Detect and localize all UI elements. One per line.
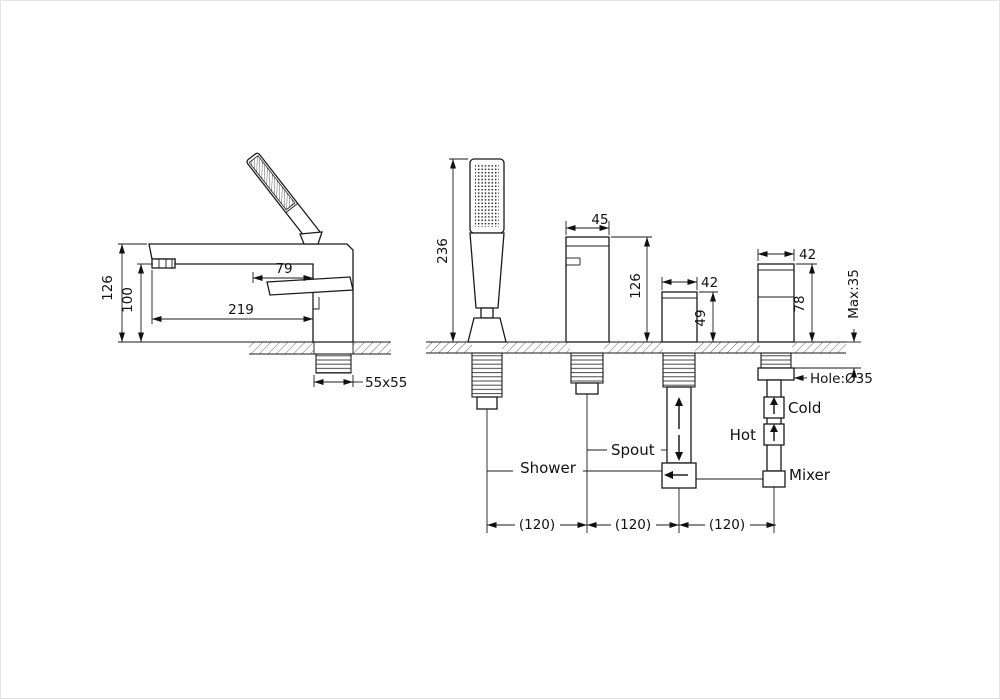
- dim-label-max35: Max:35: [846, 269, 862, 319]
- handle-lever: [266, 276, 354, 296]
- dim-side-126: 126: [100, 243, 249, 343]
- spray-face-side: [248, 155, 296, 211]
- dim-label-42-diverter: 42: [701, 275, 718, 291]
- dim-label-236: 236: [435, 238, 451, 264]
- shower-shank: [471, 352, 503, 398]
- spout-front: [565, 236, 667, 533]
- label-spout: Spout: [611, 441, 655, 459]
- label-shower: Shower: [520, 459, 577, 477]
- dim-42-mixer: 42: [757, 247, 816, 263]
- mixer-front: [696, 263, 795, 533]
- hot-flow-arrow: [770, 424, 778, 432]
- deck-hole: [314, 342, 353, 354]
- dim-label-49: 49: [693, 309, 709, 326]
- dim-label-42-mixer: 42: [799, 247, 816, 263]
- dim-max35: Max:35: [792, 269, 862, 381]
- dim-spacing: (120) (120) (120): [487, 516, 776, 533]
- dim-label-126-side: 126: [100, 275, 116, 301]
- mixer-fitting: [762, 470, 786, 488]
- dim-label-spacing-1: (120): [519, 517, 555, 533]
- faucet-outline: [148, 243, 354, 343]
- label-mixer: Mixer: [789, 466, 831, 484]
- dim-side-100: 100: [120, 263, 153, 342]
- dim-label-45: 45: [591, 212, 608, 228]
- diverter-shank: [662, 352, 696, 388]
- mixer-shank: [760, 352, 792, 369]
- dim-49: 49: [693, 291, 718, 342]
- dim-label-126-front: 126: [628, 273, 644, 299]
- dim-side-79: 79: [252, 261, 313, 283]
- dim-45: 45: [565, 212, 610, 235]
- diverter-front: [661, 291, 698, 533]
- hand-shower-side: [246, 152, 322, 244]
- dim-label-219: 219: [228, 302, 254, 318]
- shower-handle: [469, 232, 505, 309]
- dim-label-spacing-3: (120): [709, 517, 745, 533]
- dim-236: 236: [435, 158, 468, 342]
- threaded-shank-side: [315, 353, 352, 374]
- deck-hatch-front: [426, 342, 846, 353]
- faucet-side: [148, 243, 354, 343]
- flow-left-arrow: [664, 471, 673, 479]
- spout-shank: [570, 352, 604, 384]
- cold-flow-arrow: [770, 397, 778, 405]
- label-hot: Hot: [730, 426, 756, 444]
- hand-shower-front: [467, 158, 662, 533]
- dim-label-spacing-2: (120): [615, 517, 651, 533]
- shower-cradle: [299, 231, 323, 245]
- flow-down-arrow: [675, 452, 683, 461]
- dim-side-219: 219: [151, 270, 313, 324]
- dim-label-hole: Hole:Ø35: [810, 371, 873, 387]
- spray-face-dots: [475, 165, 499, 227]
- spout-body: [565, 236, 610, 343]
- dim-label-55x55: 55x55: [365, 375, 407, 391]
- deck-section-side: [249, 341, 391, 374]
- label-cold: Cold: [788, 399, 821, 417]
- dim-42-diverter: 42: [661, 275, 718, 291]
- aerator: [151, 258, 176, 269]
- shower-base-cone: [467, 317, 507, 343]
- side-view: 126 100 219 79 55x55: [100, 152, 407, 391]
- spout-nut: [575, 382, 599, 395]
- flow-up-arrow: [675, 397, 683, 406]
- callout-labels: Shower Spout Hot Cold Mixer: [513, 399, 831, 484]
- dim-label-79: 79: [275, 261, 292, 277]
- dim-78: 78: [792, 263, 817, 342]
- deck-section-front: [426, 341, 846, 354]
- diverter-knob: [661, 291, 698, 343]
- shower-nut: [476, 396, 498, 410]
- dim-label-78: 78: [792, 295, 808, 312]
- shower-nipple: [480, 307, 494, 319]
- dim-side-55x55: 55x55: [313, 375, 407, 391]
- dim-label-100: 100: [120, 287, 136, 313]
- dim-hole: Hole:Ø35: [794, 371, 873, 387]
- dim-126-front: 126: [611, 236, 652, 342]
- mixer-mounting-nut: [757, 367, 795, 381]
- mixer-handle: [757, 263, 795, 343]
- front-view: 236 45 126: [426, 158, 873, 533]
